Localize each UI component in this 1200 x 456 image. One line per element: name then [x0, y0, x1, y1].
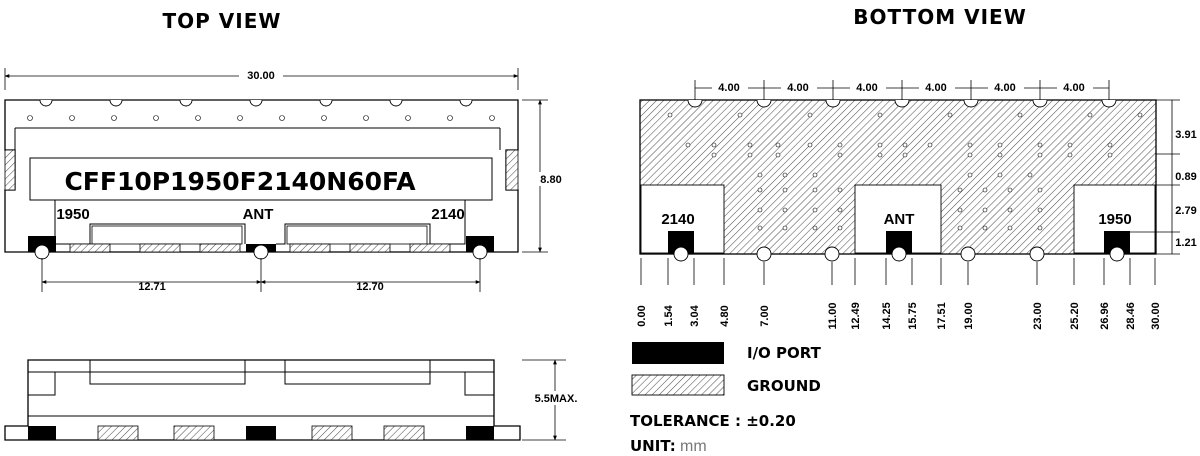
- xpos-5: 11.00: [827, 303, 839, 330]
- xpos-4: 7.00: [759, 305, 771, 326]
- xpos-1: 1.54: [663, 304, 675, 326]
- top-view: 30.00: [4, 68, 562, 293]
- xpos-7: 14.25: [881, 302, 893, 330]
- xpos-15: 30.00: [1150, 302, 1162, 330]
- top-castellation-right: [472, 244, 488, 260]
- bottom-x-labels: 0.00 1.54 3.04 4.80 7.00 11.00 12.49 14.…: [636, 302, 1162, 330]
- side-view: 5.5MAX.: [4, 359, 578, 441]
- top-pitch-right: 12.70: [356, 281, 384, 293]
- bottom-vdim-3: 2.79: [1175, 205, 1196, 217]
- top-height-dim: 8.80: [540, 174, 561, 186]
- bottom-io-pad-center: [886, 231, 912, 254]
- bottom-pitch-4: 4.00: [925, 82, 946, 94]
- top-width-dim: 30.00: [247, 70, 275, 82]
- xpos-13: 26.96: [1099, 302, 1111, 330]
- legend-ground-label: GROUND: [747, 377, 821, 395]
- xpos-11: 23.00: [1032, 302, 1044, 330]
- bottom-top-notches: [687, 99, 1117, 108]
- bottom-io-pad-left: [668, 231, 694, 254]
- bottom-vdim-2: 0.89: [1175, 171, 1196, 183]
- unit-value: mm: [680, 438, 707, 455]
- top-view-title: TOP VIEW: [163, 9, 282, 33]
- xpos-8: 15.75: [907, 302, 919, 330]
- bottom-vdim-1: 3.91: [1175, 129, 1196, 141]
- bottom-view: 2140 ANT 1950 4.00 4.00: [636, 80, 1197, 330]
- xpos-6: 12.49: [850, 302, 862, 330]
- bottom-port-right-label: 1950: [1098, 211, 1131, 228]
- xpos-12: 25.20: [1069, 302, 1081, 330]
- top-port-left-label: 1950: [56, 206, 89, 223]
- top-pitch-left: 12.71: [138, 281, 166, 293]
- xpos-2: 3.04: [689, 304, 701, 326]
- top-edge-notches: [39, 99, 473, 107]
- xpos-14: 28.46: [1125, 302, 1137, 330]
- top-port-right-label: 2140: [431, 206, 464, 223]
- bottom-pitch-1: 4.00: [718, 82, 739, 94]
- legend: I/O PORT GROUND TOLERANCE : ±0.20 UNIT: …: [630, 342, 822, 455]
- legend-ground-swatch: [631, 374, 725, 396]
- unit-label: UNIT:: [630, 437, 676, 455]
- bottom-pitch-3: 4.00: [856, 82, 877, 94]
- side-height-dim: 5.5MAX.: [535, 393, 578, 405]
- bottom-io-pad-right: [1104, 231, 1130, 254]
- legend-io-swatch: [632, 342, 724, 364]
- top-part-number: CFF10P1950F2140N60FA: [64, 167, 416, 196]
- bottom-pitch-2: 4.00: [787, 82, 808, 94]
- xpos-10: 19.00: [963, 302, 975, 330]
- bottom-via-grid: [667, 112, 1143, 231]
- bottom-edge-castellations: [673, 246, 1125, 262]
- top-io-pad-right: [466, 236, 494, 252]
- top-castellation-center: [253, 244, 269, 260]
- xpos-0: 0.00: [636, 305, 648, 326]
- top-port-center-label: ANT: [243, 206, 274, 223]
- top-side-pad-right: [505, 149, 519, 191]
- legend-io-label: I/O PORT: [747, 344, 822, 362]
- bottom-pitch-6: 4.00: [1063, 82, 1084, 94]
- top-side-pad-left: [4, 149, 16, 191]
- bottom-port-center-label: ANT: [884, 211, 915, 228]
- top-castellation-left: [34, 244, 50, 260]
- top-hole-row: [27, 115, 495, 121]
- tolerance-text: TOLERANCE : ±0.20: [630, 412, 796, 430]
- xpos-9: 17.51: [936, 302, 948, 330]
- xpos-3: 4.80: [719, 305, 731, 326]
- bottom-port-left-label: 2140: [661, 211, 694, 228]
- bottom-x-position-lines: [640, 258, 1156, 285]
- bottom-view-title: BOTTOM VIEW: [853, 5, 1027, 29]
- bottom-vdim-4: 1.21: [1175, 237, 1196, 249]
- bottom-pitch-5: 4.00: [994, 82, 1015, 94]
- top-io-pad-left: [28, 236, 56, 252]
- bottom-port-region-left: [640, 184, 725, 254]
